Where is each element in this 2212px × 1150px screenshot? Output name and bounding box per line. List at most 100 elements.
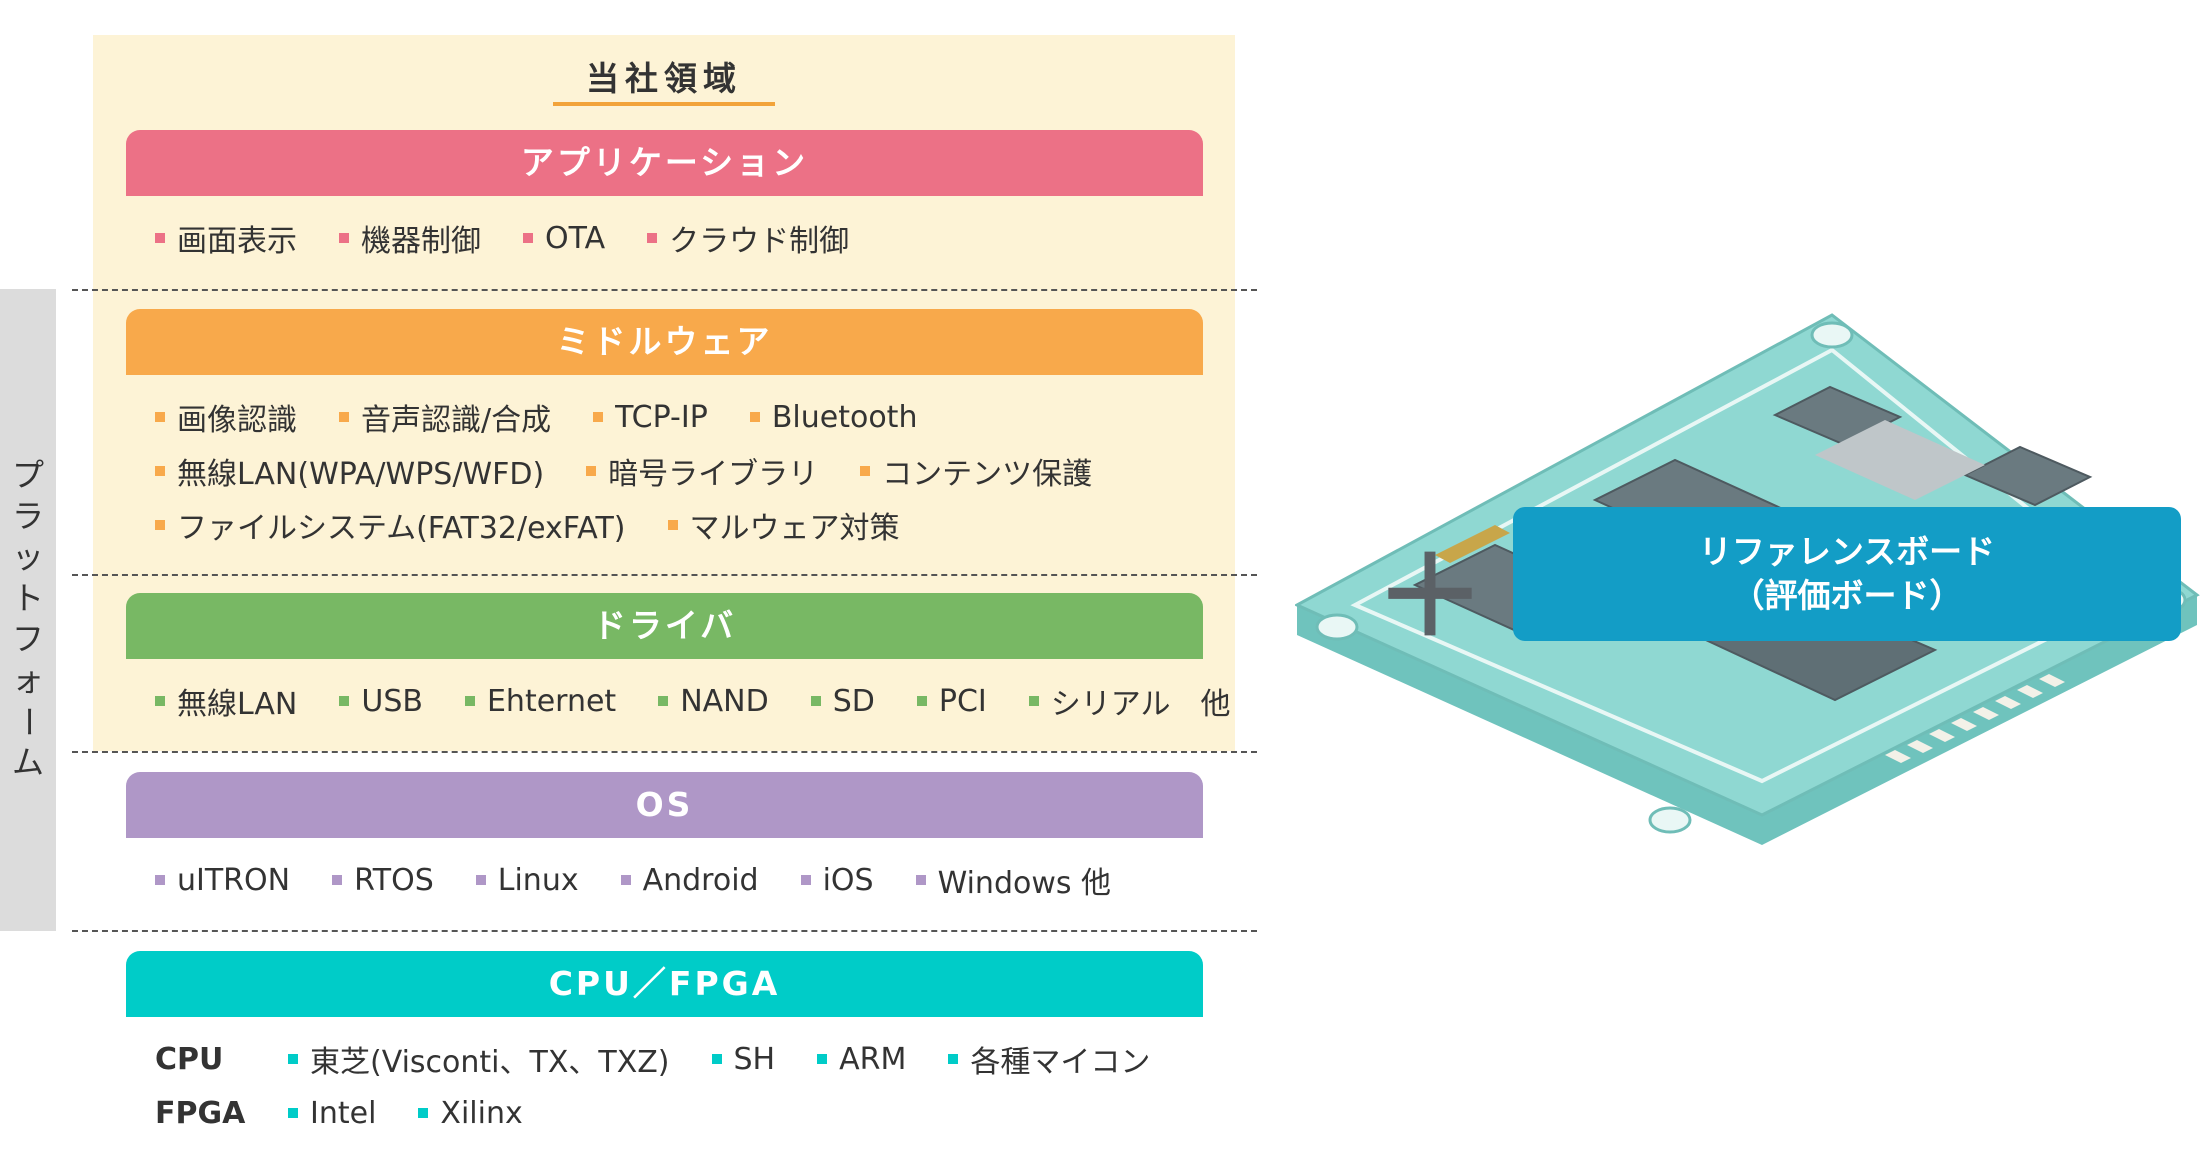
list-item: Windows 他 (915, 858, 1111, 902)
list-item: SH (711, 1037, 776, 1081)
scope-title-underline (553, 102, 775, 106)
list-item-text: 無線LAN (177, 687, 298, 722)
bullet-icon (667, 520, 678, 530)
bullet-icon (339, 696, 350, 706)
list-item-text: マルウェア対策 (689, 511, 900, 546)
bullet-icon (1028, 696, 1039, 706)
bullet-icon (155, 696, 165, 706)
separator-line (72, 751, 1257, 753)
list-item: 画像認識 (155, 395, 297, 439)
bullet-icon (523, 233, 533, 243)
list-item-text: Android (642, 862, 759, 898)
separator-line (72, 574, 1257, 576)
list-item: Xilinx (418, 1095, 523, 1131)
bullet-icon (332, 875, 343, 885)
bullet-icon (155, 875, 165, 885)
bullet-icon (817, 1054, 828, 1064)
mount-hole (1648, 806, 1692, 834)
list-item: クラウド制御 (647, 216, 849, 260)
list-item: uITRON (155, 863, 290, 898)
bullet-icon (288, 1054, 298, 1064)
application-header: アプリケーション (126, 130, 1203, 196)
list-item-text: 画面表示 (177, 224, 297, 259)
list-item: シリアル 他 (1028, 679, 1231, 723)
bullet-icon (948, 1054, 959, 1064)
separator-line (72, 930, 1257, 932)
list-item: Linux (475, 862, 579, 898)
mount-hole (1810, 321, 1854, 349)
list-item-text: Xilinx (440, 1095, 523, 1131)
application-items: 画面表示 機器制御 OTA クラウド制御 (155, 211, 1235, 265)
list-item: 暗号ライブラリ (586, 449, 818, 493)
list-item-text: ファイルシステム(FAT32/exFAT) (177, 511, 626, 546)
bullet-icon (749, 412, 760, 422)
list-item: TCP-IP (593, 400, 708, 435)
list-item: ファイルシステム(FAT32/exFAT) (155, 503, 626, 547)
list-item-text: OTA (545, 220, 606, 256)
bullet-icon (620, 875, 631, 885)
bullet-icon (339, 412, 349, 422)
list-item: Android (620, 862, 759, 898)
list-item-text: 暗号ライブラリ (608, 457, 819, 492)
reference-board-subtitle: （評価ボード） (1731, 576, 1963, 615)
item-row: uITRON RTOS Linux Android iOS Windows 他 (155, 853, 1235, 907)
list-item-text: USB (361, 683, 423, 719)
driver-header: ドライバ (126, 593, 1203, 659)
os-items: uITRON RTOS Linux Android iOS Windows 他 (155, 853, 1235, 907)
list-item-text: 各種マイコン (970, 1045, 1151, 1080)
bullet-icon (418, 1108, 429, 1118)
middleware-header: ミドルウェア (126, 309, 1203, 375)
bullet-icon (475, 875, 486, 885)
reference-board-label: リファレンスボード （評価ボード） (1513, 507, 2181, 641)
chip-label (1815, 420, 1985, 500)
list-item-text: コンテンツ保護 (882, 457, 1093, 492)
list-item: 音声認識/合成 (339, 395, 551, 439)
bullet-icon (155, 233, 165, 243)
chip (1962, 445, 2093, 507)
hardware-header: CPU／FPGA (126, 951, 1203, 1017)
list-item: RTOS (332, 863, 434, 898)
list-item: 無線LAN (155, 679, 297, 723)
list-item-text: 画像認識 (177, 403, 297, 438)
list-item: 各種マイコン (948, 1037, 1150, 1081)
list-item-text: Intel (310, 1095, 377, 1131)
list-item: Intel (288, 1096, 376, 1131)
list-item: SD (810, 684, 875, 719)
gold-contacts (1885, 674, 2065, 763)
list-item: iOS (800, 863, 874, 898)
cpu-label: CPU (155, 1041, 224, 1077)
bullet-icon (593, 412, 604, 422)
list-item-text: Linux (497, 862, 579, 898)
platform-bracket (0, 289, 56, 931)
list-item-text: クラウド制御 (669, 224, 850, 259)
separator-line (72, 289, 1257, 291)
bullet-icon (658, 696, 669, 706)
bullet-icon (155, 520, 165, 530)
bullet-icon (800, 875, 811, 885)
reference-board-title: リファレンスボード (1698, 532, 1996, 571)
list-item-text: 機器制御 (361, 224, 481, 259)
list-item: マルウェア対策 (667, 503, 900, 547)
bullet-icon (586, 466, 597, 476)
list-item-text: シリアル 他 (1050, 687, 1231, 722)
bullet-icon (916, 696, 927, 706)
mount-hole (1315, 613, 1359, 641)
list-item-text: RTOS (354, 862, 434, 898)
list-item-text: 無線LAN(WPA/WPS/WFD) (177, 457, 545, 492)
bullet-icon (339, 233, 349, 243)
bullet-icon (288, 1108, 298, 1118)
list-item-text: SH (733, 1041, 776, 1077)
platform-label: プラットフォーム (9, 456, 48, 781)
fpga-item-list: Intel Xilinx (288, 1096, 565, 1131)
list-item: 無線LAN(WPA/WPS/WFD) (155, 449, 544, 493)
list-item-text: PCI (938, 683, 987, 719)
list-item: 機器制御 (339, 216, 481, 260)
list-item-text: Ehternet (486, 683, 617, 719)
bullet-icon (810, 696, 821, 706)
list-item: 画面表示 (155, 216, 297, 260)
